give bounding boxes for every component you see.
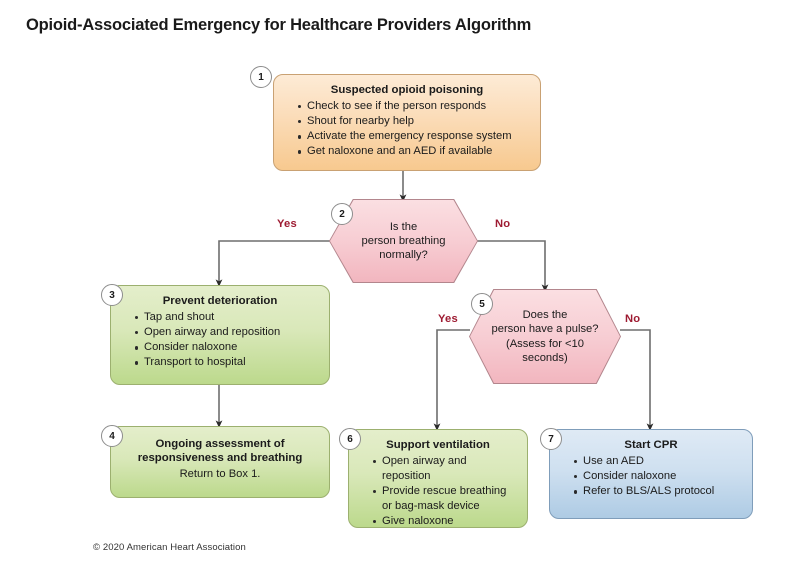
list-item: Provide rescue breathing: [373, 484, 516, 499]
node-box5[interactable]: Does the person have a pulse? (Assess fo…: [469, 289, 621, 384]
branch-label-box5-yes: Yes: [438, 313, 458, 325]
branch-label-box2-no: No: [495, 218, 511, 230]
list-item: Get naloxone and an AED if available: [298, 144, 529, 159]
node-box1[interactable]: Suspected opioid poisoning Check to see …: [273, 74, 541, 171]
box2-text: Is the person breathing normally?: [329, 199, 478, 283]
list-item: Refer to BLS/ALS protocol: [574, 484, 741, 499]
list-item: Open airway and reposition: [135, 325, 318, 340]
box1-shape: [273, 74, 541, 171]
node-box2[interactable]: Is the person breathing normally?: [329, 199, 478, 283]
list-item: Transport to hospital: [135, 355, 318, 370]
list-item: Open airway and reposition: [373, 454, 516, 483]
box5-line4: seconds): [522, 351, 568, 364]
copyright-footer: © 2020 American Heart Association: [93, 542, 246, 553]
list-item: Give naloxone: [373, 514, 516, 529]
list-item: Check to see if the person responds: [298, 99, 529, 114]
box5-text: Does the person have a pulse? (Assess fo…: [469, 289, 621, 384]
list-item: Consider naloxone: [574, 469, 741, 484]
box5-line1: Does the: [522, 309, 568, 322]
step-number-6: 6: [339, 428, 361, 450]
branch-label-box2-yes: Yes: [277, 218, 297, 230]
wire-box2-yes-box3: [215, 240, 330, 287]
box2-line3: normally?: [379, 249, 428, 262]
step-number-4: 4: [101, 425, 123, 447]
branch-label-box5-no: No: [625, 313, 641, 325]
wire-box2-no-box5: [477, 240, 549, 292]
step-number-1: 1: [250, 66, 272, 88]
box6-shape: [348, 429, 528, 528]
node-box6[interactable]: Support ventilation Open airway and repo…: [348, 429, 528, 528]
box4-header-line1: Ongoing assessment of: [155, 438, 285, 450]
page-title: Opioid-Associated Emergency for Healthca…: [26, 16, 532, 34]
box1-bullets: Check to see if the person responds Shou…: [285, 99, 529, 159]
step-number-2: 2: [331, 203, 353, 225]
box2-line1: Is the: [389, 220, 418, 233]
box7-shape: [549, 429, 753, 519]
box4-shape: [110, 426, 330, 498]
box4-subline: Return to Box 1.: [179, 468, 261, 480]
node-box3[interactable]: Prevent deterioration Tap and shout Open…: [110, 285, 330, 385]
box7-bullets: Use an AED Consider naloxone Refer to BL…: [561, 454, 741, 499]
box7-header: Start CPR: [624, 439, 678, 451]
box6-header: Support ventilation: [386, 439, 490, 451]
node-box7[interactable]: Start CPR Use an AED Consider naloxone R…: [549, 429, 753, 519]
box2-line2: person breathing: [361, 234, 446, 247]
box2-shape: [330, 200, 477, 282]
box5-shape: [470, 290, 620, 383]
wire-box5-no-box7: [620, 329, 654, 431]
box5-line2: person have a pulse?: [491, 323, 599, 336]
list-item: Use an AED: [574, 454, 741, 469]
list-item: Shout for nearby help: [298, 114, 529, 129]
step-number-7: 7: [540, 428, 562, 450]
box3-bullets: Tap and shout Open airway and reposition…: [122, 310, 318, 370]
step-number-5: 5: [471, 293, 493, 315]
box3-header: Prevent deterioration: [162, 295, 278, 307]
box5-line3: (Assess for <10: [505, 337, 585, 350]
list-item: Activate the emergency response system: [298, 129, 529, 144]
box6-bullets: Open airway and reposition Provide rescu…: [360, 454, 516, 528]
node-box4[interactable]: Ongoing assessment of responsiveness and…: [110, 426, 330, 498]
box1-header: Suspected opioid poisoning: [330, 84, 484, 96]
step-number-3: 3: [101, 284, 123, 306]
list-item: Consider naloxone: [135, 340, 318, 355]
list-item-continuation: or bag-mask device: [382, 499, 480, 512]
box3-shape: [110, 285, 330, 385]
list-item: Tap and shout: [135, 310, 318, 325]
box4-header-line2: responsiveness and breathing: [137, 452, 303, 464]
wire-box5-yes-box6: [433, 329, 470, 431]
